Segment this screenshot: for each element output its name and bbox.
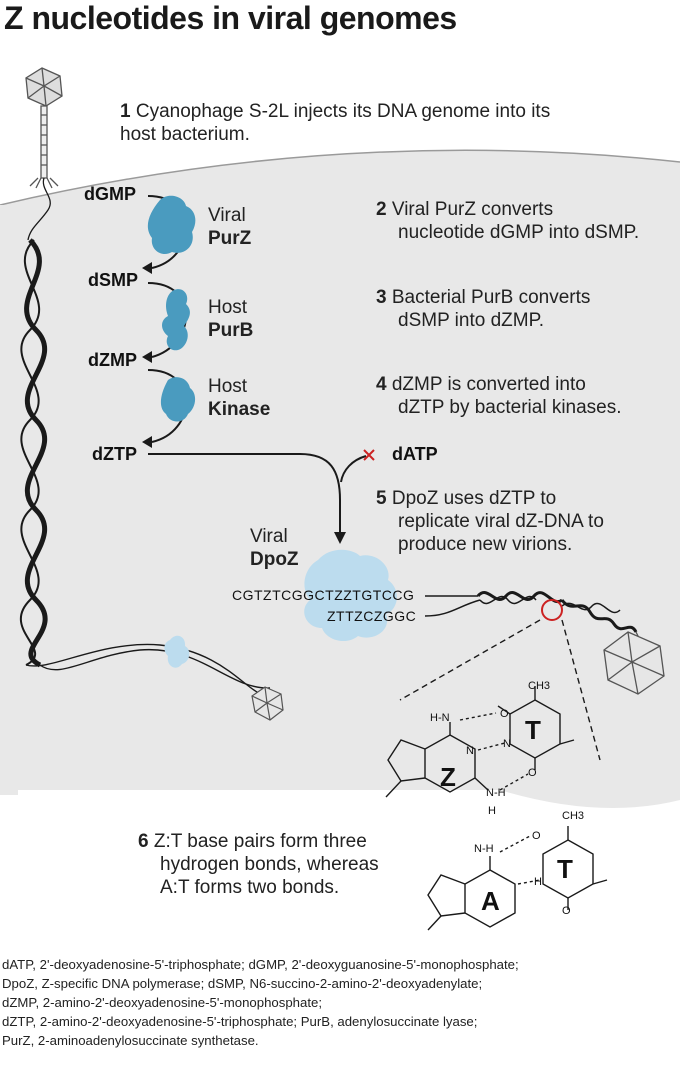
abbreviations-footnote: dATP, 2'-deoxyadenosine-5'-triphosphate;… bbox=[2, 955, 678, 1050]
purb-enzyme-blob bbox=[162, 289, 190, 351]
step-4-number: 4 bbox=[376, 374, 387, 395]
step-5-text: 5 DpoZ uses dZTP to replicate viral dZ-D… bbox=[376, 488, 604, 555]
step-2-number: 2 bbox=[376, 199, 387, 220]
dztp-label: dZTP bbox=[92, 444, 137, 464]
zt-n-label: N bbox=[503, 738, 511, 750]
figure-title: Z nucleotides in viral genomes bbox=[4, 0, 457, 36]
template-strand-sequence: CGTZTCGGCTZZTGTCCG bbox=[232, 587, 415, 603]
kinase-enzyme-blob bbox=[160, 377, 196, 422]
at-o-label: O bbox=[532, 830, 541, 842]
purz-enzyme-blob bbox=[147, 195, 196, 255]
cyanophage-injecting-icon bbox=[25, 67, 63, 189]
step-1-text: 1 Cyanophage S-2L injects its DNA genome… bbox=[120, 101, 551, 145]
step-3-number: 3 bbox=[376, 287, 387, 308]
host-cell-body bbox=[0, 150, 680, 809]
step-4-text: 4 dZMP is converted into dZTP by bacteri… bbox=[376, 374, 622, 418]
t-base-letter-zt: T bbox=[525, 715, 541, 745]
at-nh-label: N-H bbox=[474, 843, 494, 855]
step-3-text: 3 Bacterial PurB converts dSMP into dZMP… bbox=[376, 287, 591, 331]
abbreviation-line: PurZ, 2-aminoadenylosuccinate synthetase… bbox=[2, 1033, 259, 1048]
dpoz-enzyme-blob bbox=[304, 549, 397, 642]
zt-h-label: H bbox=[488, 805, 496, 817]
new-strand-sequence: ZTTZCZGGC bbox=[327, 608, 417, 624]
viral-genome-helix bbox=[19, 177, 271, 696]
step-1-number: 1 bbox=[120, 101, 131, 122]
replicating-dna bbox=[424, 591, 638, 633]
host-cell-membrane bbox=[0, 149, 680, 206]
at-o-label-bottom: O bbox=[562, 905, 571, 917]
enzyme-blob-small bbox=[164, 635, 190, 668]
zt-basepair-highlight-circle bbox=[541, 599, 563, 621]
purb-label: Host PurB bbox=[208, 297, 254, 341]
t-base-letter-at: T bbox=[557, 854, 573, 884]
step-6-number: 6 bbox=[138, 831, 149, 852]
new-virion-large-icon bbox=[603, 631, 665, 695]
abbreviation-line: dZTP, 2-amino-2'-deoxyadenosine-5'-triph… bbox=[2, 1014, 478, 1029]
zt-nh-label: N-H bbox=[486, 787, 506, 799]
dzmp-label: dZMP bbox=[88, 350, 137, 370]
z-base-letter: Z bbox=[440, 762, 456, 792]
dgmp-label: dGMP bbox=[84, 184, 136, 204]
zt-hn-label-top: H-N bbox=[430, 712, 450, 724]
abbreviation-line: dZMP, 2-amino-2'-deoxyadenosine-5'-monop… bbox=[2, 995, 323, 1010]
at-base-pair-structure bbox=[427, 826, 608, 931]
zt-o-label-top: O bbox=[500, 708, 509, 720]
zoom-guide-lines bbox=[399, 619, 601, 761]
step-6-text: 6 Z:T base pairs form three hydrogen bon… bbox=[138, 831, 379, 898]
abbreviation-line: dATP, 2'-deoxyadenosine-5'-triphosphate;… bbox=[2, 957, 519, 972]
datp-label: dATP bbox=[392, 444, 438, 464]
a-base-letter: A bbox=[481, 886, 500, 916]
datp-block-mark bbox=[363, 449, 375, 461]
step-5-number: 5 bbox=[376, 488, 387, 509]
purz-label: Viral PurZ bbox=[208, 205, 252, 249]
step-2-text: 2 Viral PurZ converts nucleotide dGMP in… bbox=[376, 199, 640, 243]
abbreviation-line: DpoZ, Z-specific DNA polymerase; dSMP, N… bbox=[2, 976, 483, 991]
dsmp-label: dSMP bbox=[88, 270, 139, 290]
dpoz-label: Viral DpoZ bbox=[250, 526, 299, 570]
zt-ch3-label: CH3 bbox=[528, 680, 551, 692]
new-virion-small-icon bbox=[251, 686, 284, 721]
at-ch3-label: CH3 bbox=[562, 810, 585, 822]
at-h-label: H bbox=[534, 876, 542, 888]
kinase-label: Host Kinase bbox=[208, 376, 271, 420]
zt-o-label-bottom: O bbox=[528, 767, 537, 779]
zt-n-ring-label: N bbox=[466, 745, 474, 757]
zt-base-pair-structure bbox=[385, 686, 575, 798]
